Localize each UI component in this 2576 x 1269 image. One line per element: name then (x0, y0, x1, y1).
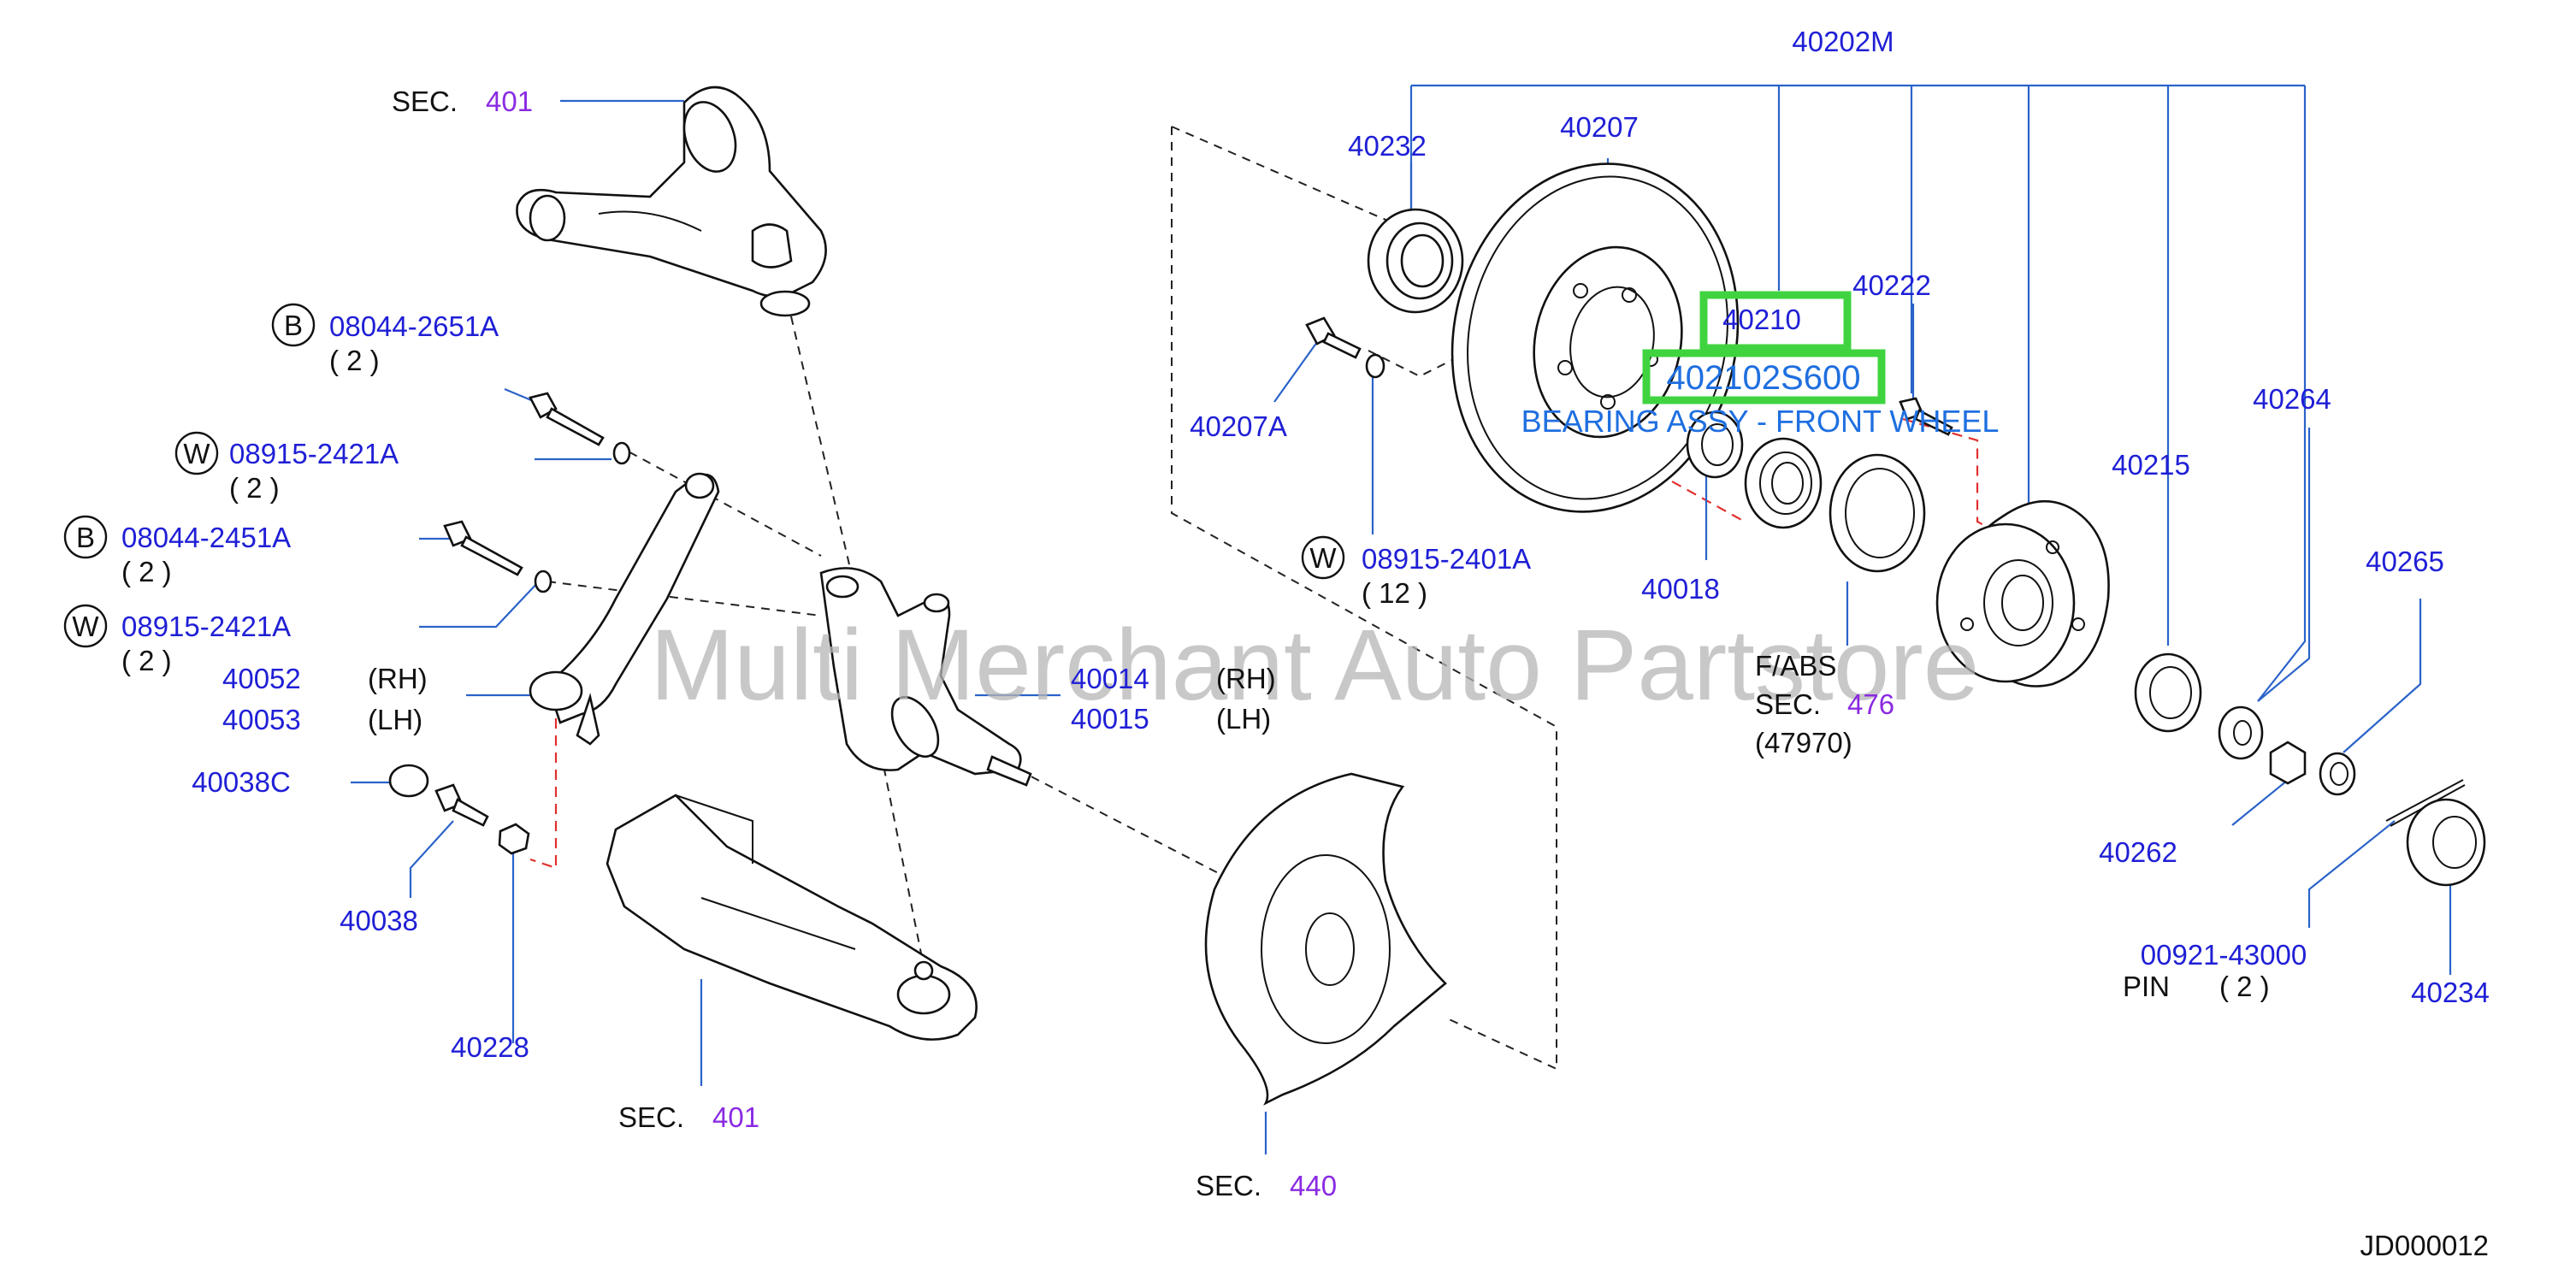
lower-control-arm (606, 794, 978, 1041)
label-40202M[interactable]: 40202M (1792, 26, 1894, 57)
label-40234[interactable]: 40234 (2411, 977, 2490, 1008)
label-sec-401-bottom-text: SEC. (618, 1101, 684, 1133)
washer-symbol-circle (1301, 535, 1345, 580)
label-40015-lh: (LH) (1216, 703, 1271, 735)
label-47970: (47970) (1755, 727, 1852, 758)
label-40038C[interactable]: 40038C (192, 766, 291, 798)
qty-08044-2451A: ( 2 ) (121, 556, 172, 587)
hub-cap-40234 (2406, 798, 2486, 887)
label-40014-rh: (RH) (1216, 663, 1276, 694)
bolt-40038 (434, 783, 489, 827)
oil-seal-40232 (1367, 208, 1464, 314)
label-08044-2651A[interactable]: 08044-2651A (329, 310, 499, 342)
nut-40262 (2269, 741, 2307, 785)
qty-08915-2421A-lower: ( 2 ) (121, 645, 172, 676)
washer-40264 (2218, 705, 2264, 760)
diagram-code: JD000012 (2360, 1230, 2489, 1261)
steering-knuckle (819, 567, 1032, 787)
link-sec-440[interactable]: 440 (1290, 1170, 1337, 1201)
label-sec-401-top-text: SEC. (392, 86, 458, 117)
label-40215[interactable]: 40215 (2112, 449, 2190, 481)
label-sec-476-text: SEC. (1755, 688, 1821, 720)
washer-symbol-circle-1 (174, 431, 219, 475)
washer-symbol-1: W (183, 438, 210, 469)
label-40207A[interactable]: 40207A (1190, 410, 1287, 442)
label-08915-2421A-lower[interactable]: 08915-2421A (121, 611, 291, 642)
bush-40038C (388, 764, 429, 798)
label-40052[interactable]: 40052 (222, 663, 301, 694)
label-40264[interactable]: 40264 (2253, 383, 2331, 415)
link-sec-476[interactable]: 476 (1847, 688, 1894, 720)
washer-08915-2421A-lower (534, 570, 552, 593)
highlight-402102S600 (1642, 349, 1886, 404)
label-40014[interactable]: 40014 (1071, 663, 1149, 694)
bearing-40215 (2134, 652, 2202, 733)
label-08044-2451A[interactable]: 08044-2451A (121, 522, 291, 553)
label-40053[interactable]: 40053 (222, 704, 301, 735)
bolt-symbol-2: B (76, 522, 95, 553)
label-sec-440-text: SEC. (1196, 1170, 1261, 1201)
stud-bolt-40222 (1899, 397, 1953, 436)
washer-08915-2401A (1365, 353, 1385, 379)
washer-symbol-circle-2 (63, 604, 108, 648)
bolt-08044-2651A (529, 392, 605, 446)
upper-control-arm (516, 86, 827, 317)
bolt-symbol-circle-2 (63, 515, 108, 559)
label-40038[interactable]: 40038 (340, 905, 418, 936)
label-40222[interactable]: 40222 (1852, 269, 1931, 301)
label-pin: PIN (2123, 971, 2170, 1002)
label-40018[interactable]: 40018 (1641, 573, 1720, 605)
washer-symbol-2: W (72, 611, 99, 642)
disc-rotor-40207 (1450, 162, 1740, 513)
label-00921-43000[interactable]: 00921-43000 (2141, 939, 2307, 971)
link-sec-401-top[interactable]: 401 (486, 86, 533, 117)
steering-arm (529, 472, 720, 746)
washer-symbol: W (1309, 542, 1337, 574)
leader-lines (351, 84, 2452, 1154)
label-40015[interactable]: 40015 (1071, 703, 1149, 735)
label-08915-2421A-top[interactable]: 08915-2421A (229, 438, 399, 469)
label-402102S600[interactable]: 402102S600 (1667, 359, 1861, 397)
label-40210[interactable]: 40210 (1722, 304, 1801, 335)
watermark: Multi Merchant Auto Partstore (650, 609, 1979, 722)
hub-bolt-40207A (1305, 316, 1362, 359)
nut-40228 (498, 823, 530, 855)
abs-sensor-rotor (1829, 453, 1926, 573)
qty-08044-2651A: ( 2 ) (329, 345, 380, 376)
washer-08915-2421A-top (612, 441, 631, 465)
bearing-40210 (1744, 437, 1823, 529)
bearing-40018 (1686, 410, 1744, 479)
link-sec-401-bottom[interactable]: 401 (712, 1101, 759, 1133)
qty-pin: ( 2 ) (2219, 971, 2270, 1002)
bolt-symbol-1: B (284, 310, 303, 341)
label-bearing-assy: BEARING ASSY - FRONT WHEEL (1521, 404, 2000, 439)
label-40232[interactable]: 40232 (1348, 130, 1427, 162)
label-40228[interactable]: 40228 (451, 1031, 529, 1063)
bolt-symbol-circle-1 (271, 303, 316, 347)
label-fabs: F/ABS (1755, 650, 1836, 682)
label-40053-lh: (LH) (368, 704, 422, 735)
qty-08915-2401A: ( 12 ) (1362, 577, 1427, 609)
label-40262[interactable]: 40262 (2099, 836, 2177, 868)
label-40207[interactable]: 40207 (1560, 111, 1639, 143)
bolt-08044-2451A (443, 520, 523, 576)
splash-shield (1204, 772, 1447, 1106)
highlight-40210 (1699, 291, 1852, 352)
label-40265[interactable]: 40265 (2366, 546, 2444, 577)
qty-08915-2421A-top: ( 2 ) (229, 472, 280, 504)
label-40052-rh: (RH) (368, 663, 428, 694)
wheel-hub (1935, 499, 2110, 688)
adjusting-cap-40265 (2319, 752, 2356, 796)
label-08915-2401A[interactable]: 08915-2401A (1362, 543, 1531, 575)
